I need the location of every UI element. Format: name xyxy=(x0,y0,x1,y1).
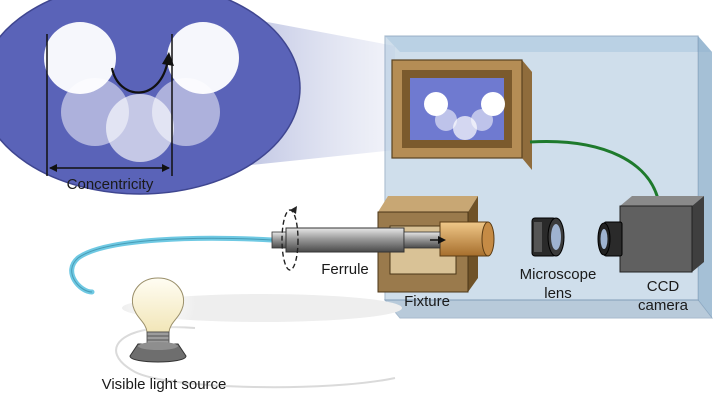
ferrule-label: Ferrule xyxy=(321,261,369,278)
reference-circle-right xyxy=(167,22,239,94)
concentricity-label: Concentricity xyxy=(67,176,154,193)
light-source-label: Visible light source xyxy=(102,376,227,393)
microscope-label-line2: lens xyxy=(544,285,572,302)
cord-shadow xyxy=(115,326,396,389)
microscope-label-line1: Microscope xyxy=(520,266,597,283)
reference-circle-left xyxy=(44,22,116,94)
visible-light-source xyxy=(120,265,196,363)
fixture-collar xyxy=(439,221,489,257)
ferrule xyxy=(271,206,446,271)
fixture-label: Fixture xyxy=(404,293,450,310)
concentricity-inset: Concentricity xyxy=(0,0,301,195)
camera-cable xyxy=(529,140,662,211)
rotation-arrow xyxy=(110,59,170,94)
ccd-label-line2: camera xyxy=(638,297,689,314)
ccd-label-line1: CCD xyxy=(647,278,680,295)
monitor xyxy=(391,59,532,170)
ccd-camera xyxy=(597,196,704,273)
microscope-lens xyxy=(531,217,565,257)
core-circle xyxy=(106,94,174,162)
arrow-head xyxy=(162,52,174,66)
